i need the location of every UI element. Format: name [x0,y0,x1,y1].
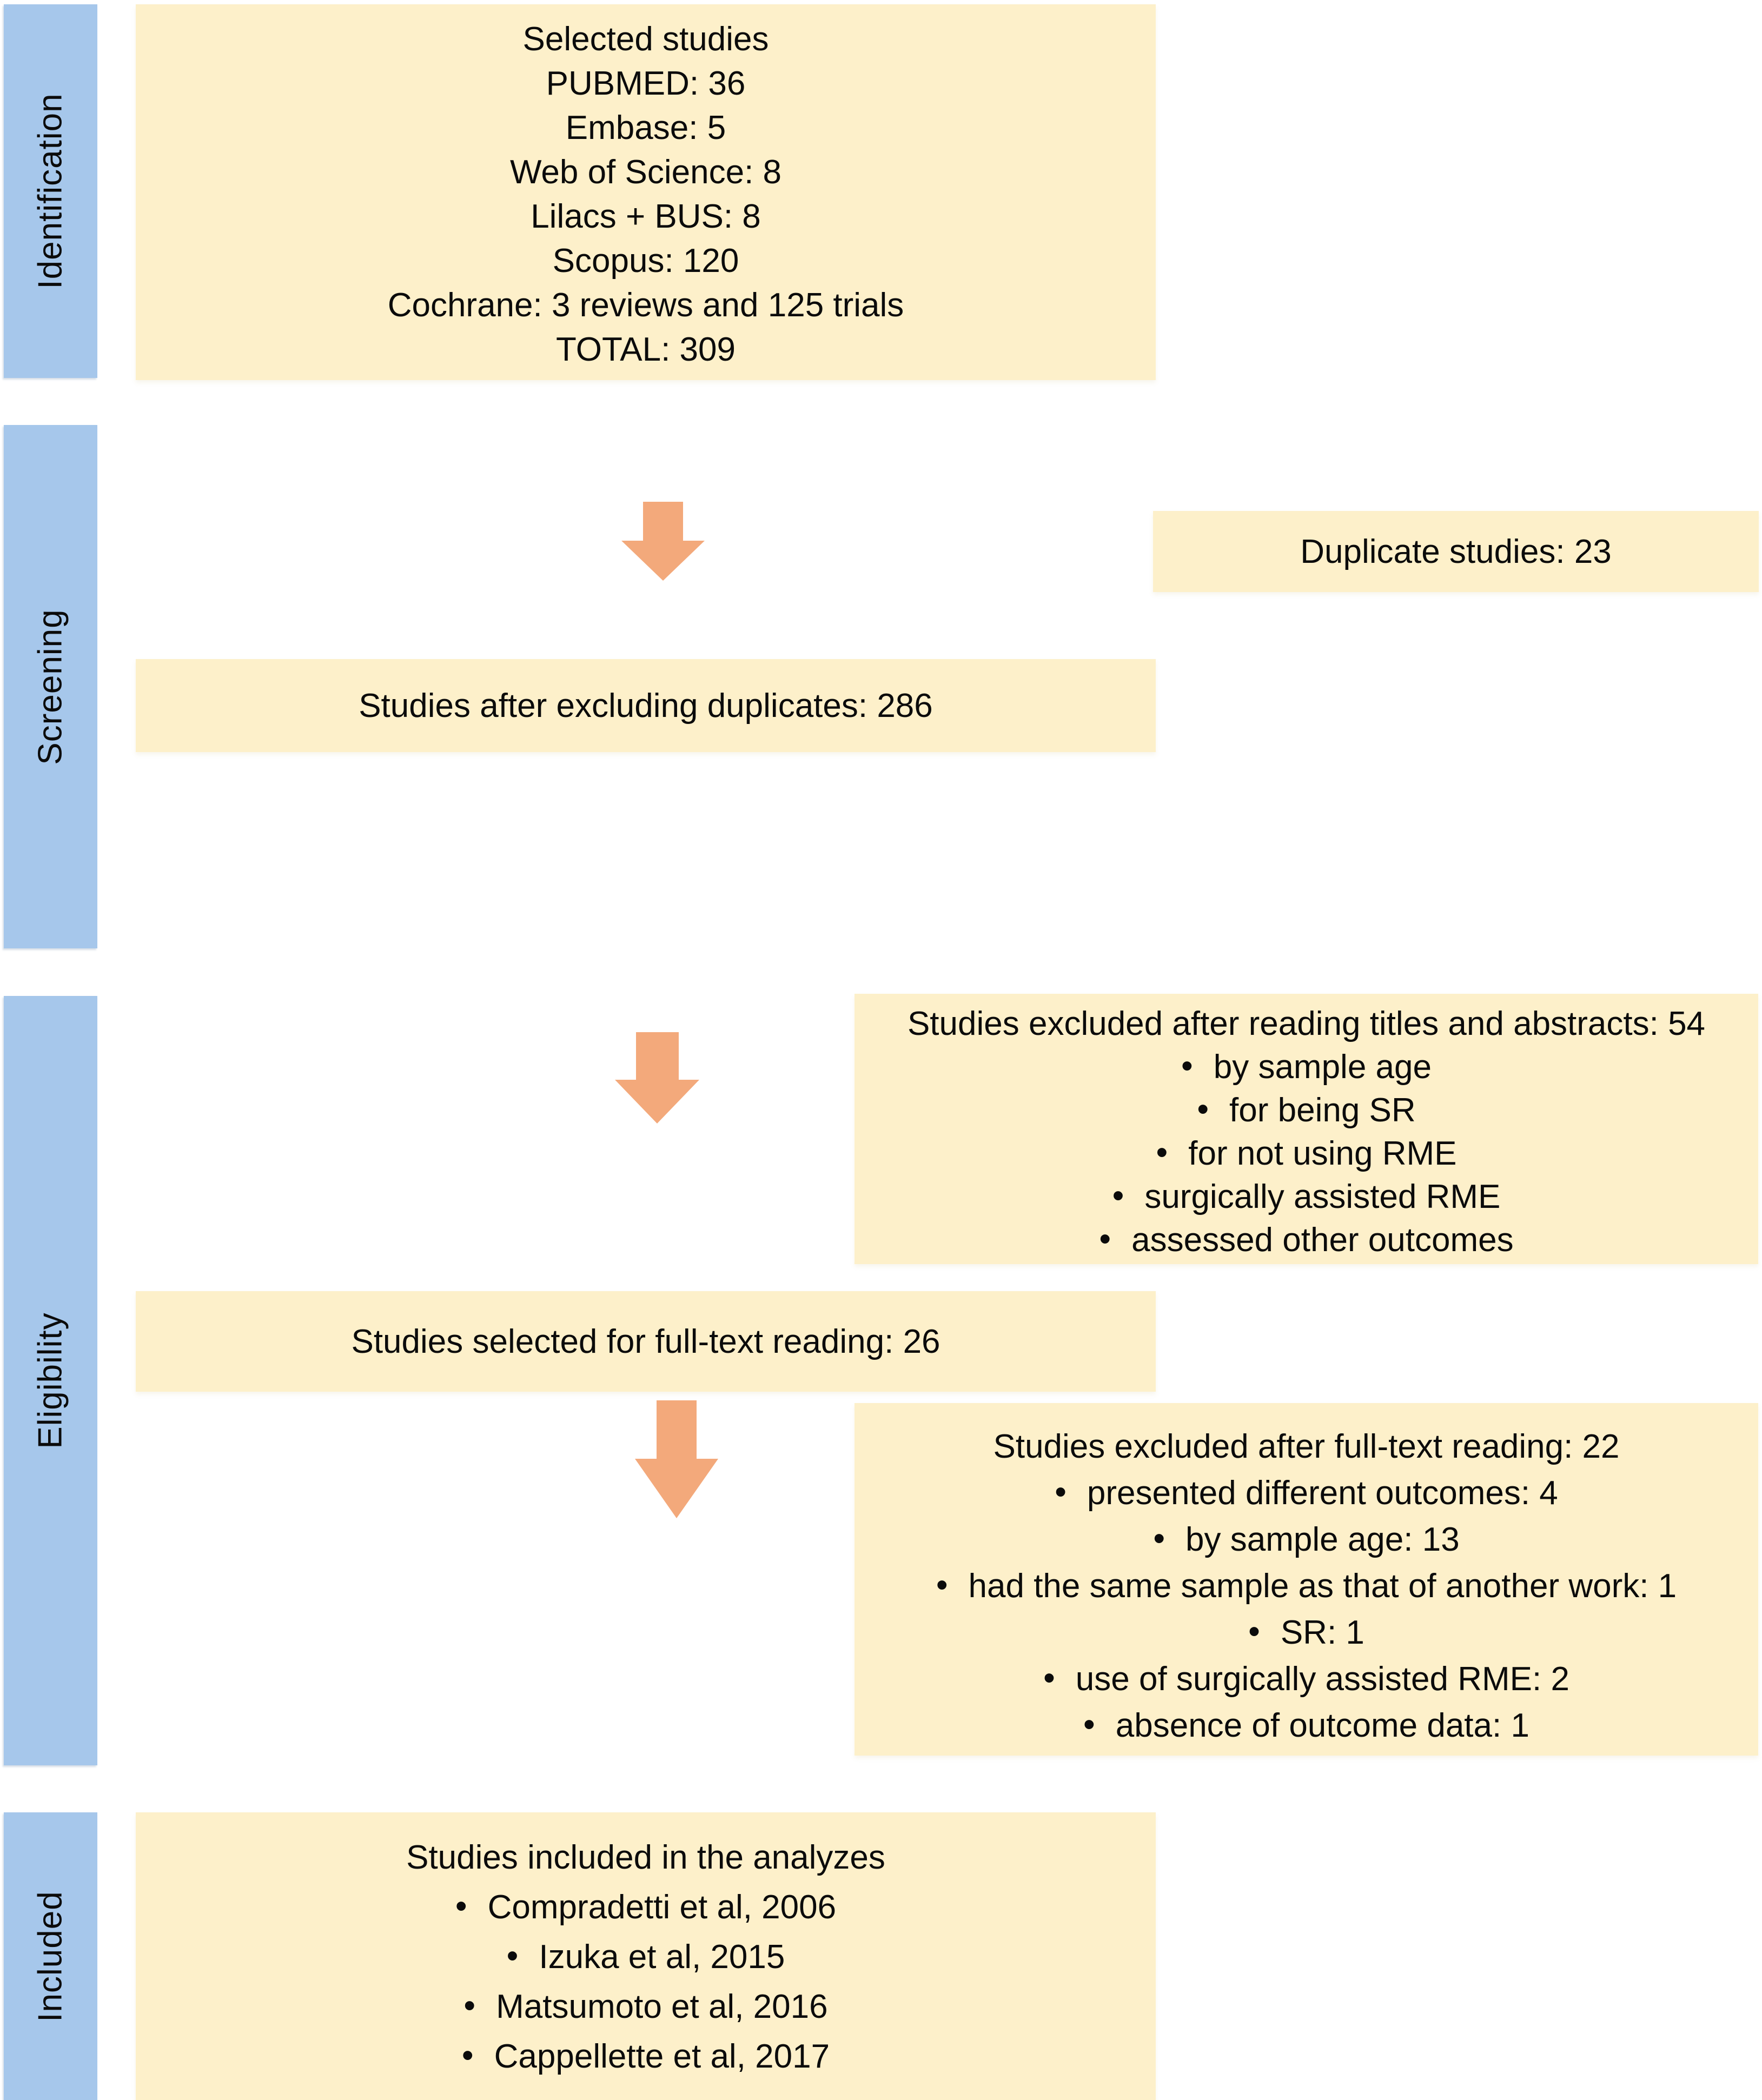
exclusion-bullet: had the same sample as that of another w… [854,1563,1758,1610]
stage-label-eligibility: Eligibility [32,1312,70,1449]
down-arrow-head [615,1080,699,1124]
included-study-item: Izuka et al, 2015 [136,1932,1156,1982]
exclusion-bullet: use of surgically assisted RME: 2 [854,1656,1758,1703]
down-arrow-icon [615,1032,699,1124]
selected-studies-title: Selected studies [522,21,769,58]
source-line-lilacs-bus: Lilacs + BUS: 8 [531,198,761,235]
stage-bar-eligibility: Eligibility [4,996,97,1765]
down-arrow-shaft [657,1400,697,1459]
full-text-exclusions-title: Studies excluded after full-text reading… [993,1428,1620,1465]
exclusion-bullet: presented different outcomes: 4 [854,1470,1758,1517]
source-line-cochrane: Cochrane: 3 reviews and 125 trials [387,287,904,324]
stage-label-identification: Identification [32,93,69,289]
exclusion-bullet: surgically assisted RME [854,1175,1758,1219]
included-studies-title: Studies included in the analyzes [406,1839,885,1876]
box-full-text-selected: Studies selected for full-text reading: … [136,1291,1156,1392]
exclusion-bullet: assessed other outcomes [854,1219,1758,1262]
source-line-embase: Embase: 5 [565,109,726,147]
down-arrow-icon [635,1400,718,1518]
exclusion-bullet: SR: 1 [854,1610,1758,1656]
included-study-item: Cappellette et al, 2017 [136,2032,1156,2082]
down-arrow-icon [621,502,705,581]
stage-bar-included: Included [4,1812,97,2100]
included-study-item: Matsumoto et al, 2016 [136,1982,1156,2032]
included-study-item: Compradetti et al, 2006 [136,1883,1156,1932]
stage-bar-screening: Screening [4,425,97,948]
down-arrow-shaft [635,1032,679,1080]
box-duplicate-studies: Duplicate studies: 23 [1153,511,1759,592]
after-duplicates-text: Studies after excluding duplicates: 286 [359,687,933,725]
stage-label-screening: Screening [32,608,69,765]
source-line-scopus: Scopus: 120 [552,242,739,280]
box-full-text-exclusions: Studies excluded after full-text reading… [854,1403,1758,1756]
down-arrow-head [635,1459,718,1518]
source-line-web-of-science: Web of Science: 8 [509,154,782,191]
box-title-abstract-exclusions: Studies excluded after reading titles an… [854,994,1758,1264]
duplicate-studies-text: Duplicate studies: 23 [1300,533,1612,570]
box-selected-studies: Selected studies PUBMED: 36 Embase: 5 We… [136,4,1156,380]
box-after-duplicates: Studies after excluding duplicates: 286 [136,659,1156,752]
stage-bar-identification: Identification [4,4,97,378]
down-arrow-head [621,541,705,581]
exclusion-bullet: by sample age [854,1046,1758,1089]
title-abstract-exclusions-title: Studies excluded after reading titles an… [907,1005,1706,1042]
box-included-studies: Studies included in the analyzes Comprad… [136,1812,1156,2100]
full-text-selected-text: Studies selected for full-text reading: … [351,1323,940,1360]
source-line-pubmed: PUBMED: 36 [546,65,746,102]
source-line-total: TOTAL: 309 [556,331,736,368]
exclusion-bullet: by sample age: 13 [854,1517,1758,1563]
down-arrow-shaft [643,502,683,541]
exclusion-bullet: for not using RME [854,1132,1758,1175]
exclusion-bullet: absence of outcome data: 1 [854,1703,1758,1749]
exclusion-bullet: for being SR [854,1089,1758,1132]
stage-label-included: Included [32,1890,70,2022]
